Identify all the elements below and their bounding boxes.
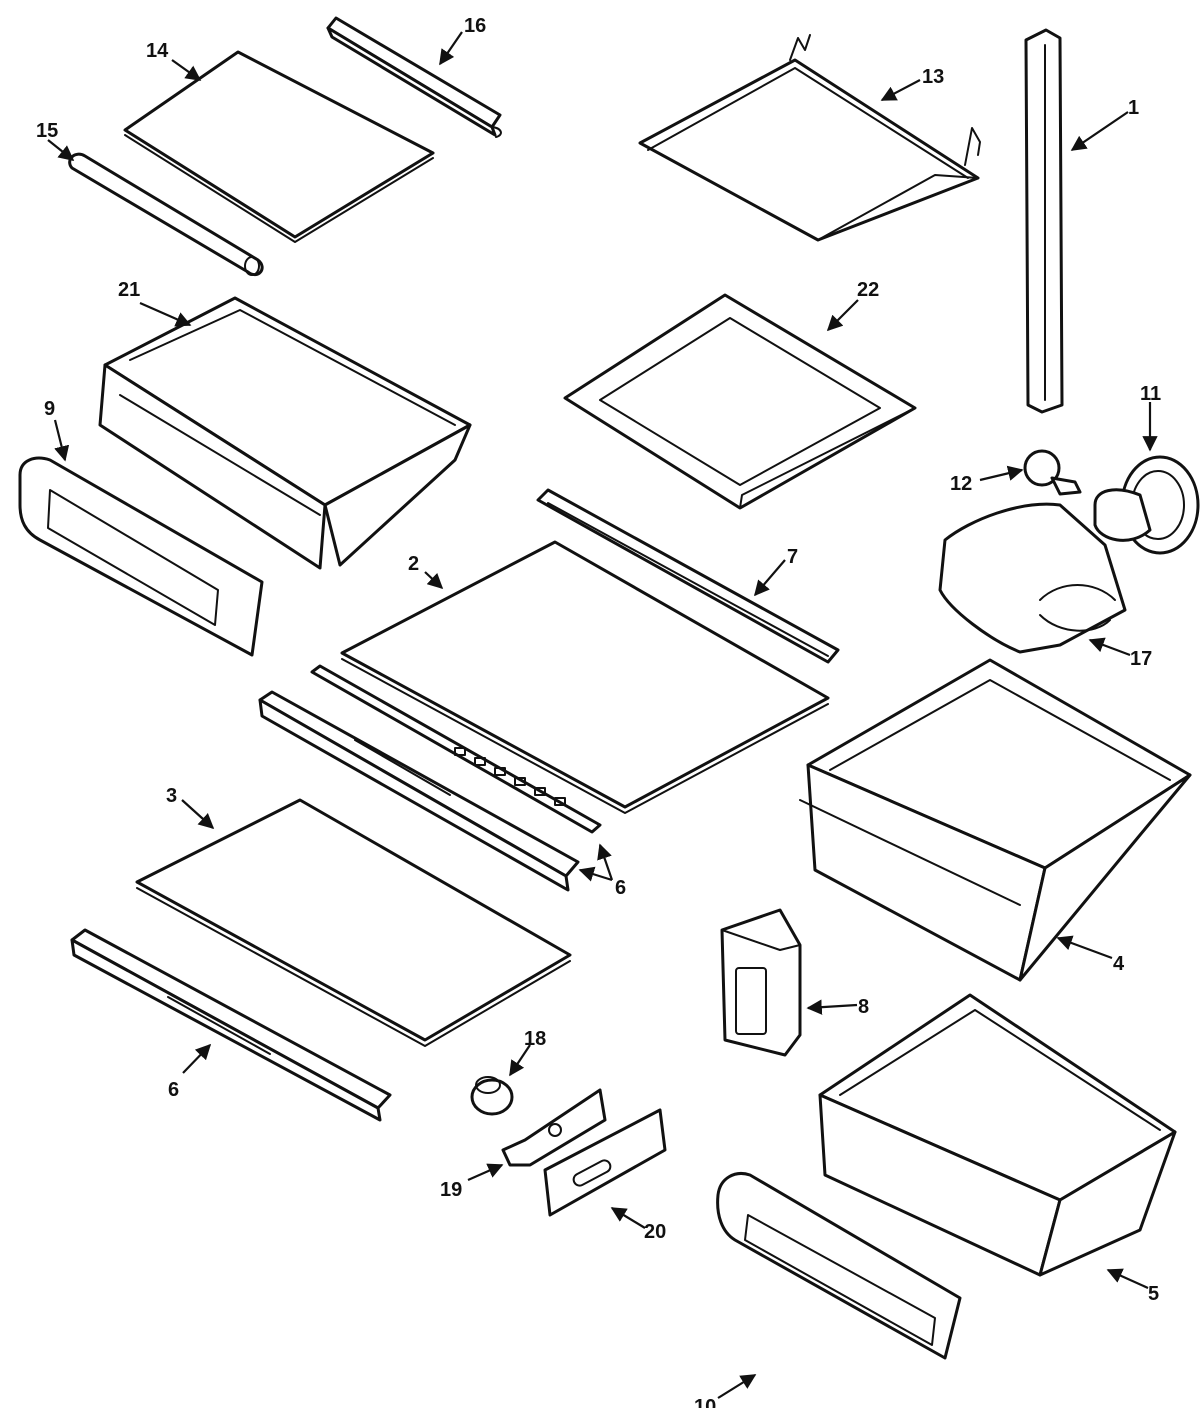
part-6-upper-trim xyxy=(258,664,602,892)
part-12-bulb xyxy=(1023,449,1082,496)
part-17-light-shield xyxy=(938,502,1127,654)
part-3-glass-shelf xyxy=(135,798,572,1047)
part-18-knob xyxy=(470,1076,514,1116)
callout-12: 12 xyxy=(950,473,972,495)
callout-3: 3 xyxy=(166,785,177,807)
part-21-drawer xyxy=(98,296,472,570)
part-7-trim xyxy=(536,488,840,664)
callout-11: 11 xyxy=(1140,383,1161,405)
callout-10: 10 xyxy=(694,1396,716,1408)
callout-1: 1 xyxy=(1128,97,1139,119)
callout-8: 8 xyxy=(858,996,869,1018)
callout-19: 19 xyxy=(440,1179,462,1201)
part-20-cover xyxy=(543,1108,667,1217)
part-4-drawer xyxy=(799,658,1192,982)
callout-9: 9 xyxy=(44,398,55,420)
part-10-drawer-front xyxy=(716,1172,962,1360)
callout-20: 20 xyxy=(644,1221,666,1243)
part-8-control xyxy=(720,908,802,1057)
callout-6-upper: 6 xyxy=(615,877,626,899)
part-19-plate xyxy=(501,1088,607,1167)
callout-2: 2 xyxy=(408,553,419,575)
callout-4: 4 xyxy=(1113,953,1125,975)
callout-17: 17 xyxy=(1130,648,1152,670)
callout-21: 21 xyxy=(118,279,140,301)
part-1-rail xyxy=(1024,28,1064,414)
part-16-trim xyxy=(326,16,502,138)
callout-6-lower: 6 xyxy=(168,1079,179,1101)
callout-14: 14 xyxy=(146,40,169,62)
leader-lines xyxy=(47,31,1158,1399)
part-22-frame xyxy=(563,293,917,510)
callout-7: 7 xyxy=(787,546,798,568)
part-13-shelf xyxy=(638,34,981,242)
part-5-drawer xyxy=(818,993,1177,1277)
callout-13: 13 xyxy=(922,66,944,88)
callout-5: 5 xyxy=(1148,1283,1159,1305)
callout-15: 15 xyxy=(36,120,58,142)
callouts: 1 2 3 4 5 6 6 7 8 9 10 11 12 13 14 15 16… xyxy=(36,15,1161,1408)
part-9-drawer-front xyxy=(18,456,264,657)
callout-16: 16 xyxy=(464,15,486,37)
callout-22: 22 xyxy=(857,279,879,301)
callout-18: 18 xyxy=(524,1028,546,1050)
part-2-glass-shelf xyxy=(340,540,830,814)
part-11-socket xyxy=(1093,455,1200,555)
part-6-lower-trim xyxy=(70,928,392,1122)
